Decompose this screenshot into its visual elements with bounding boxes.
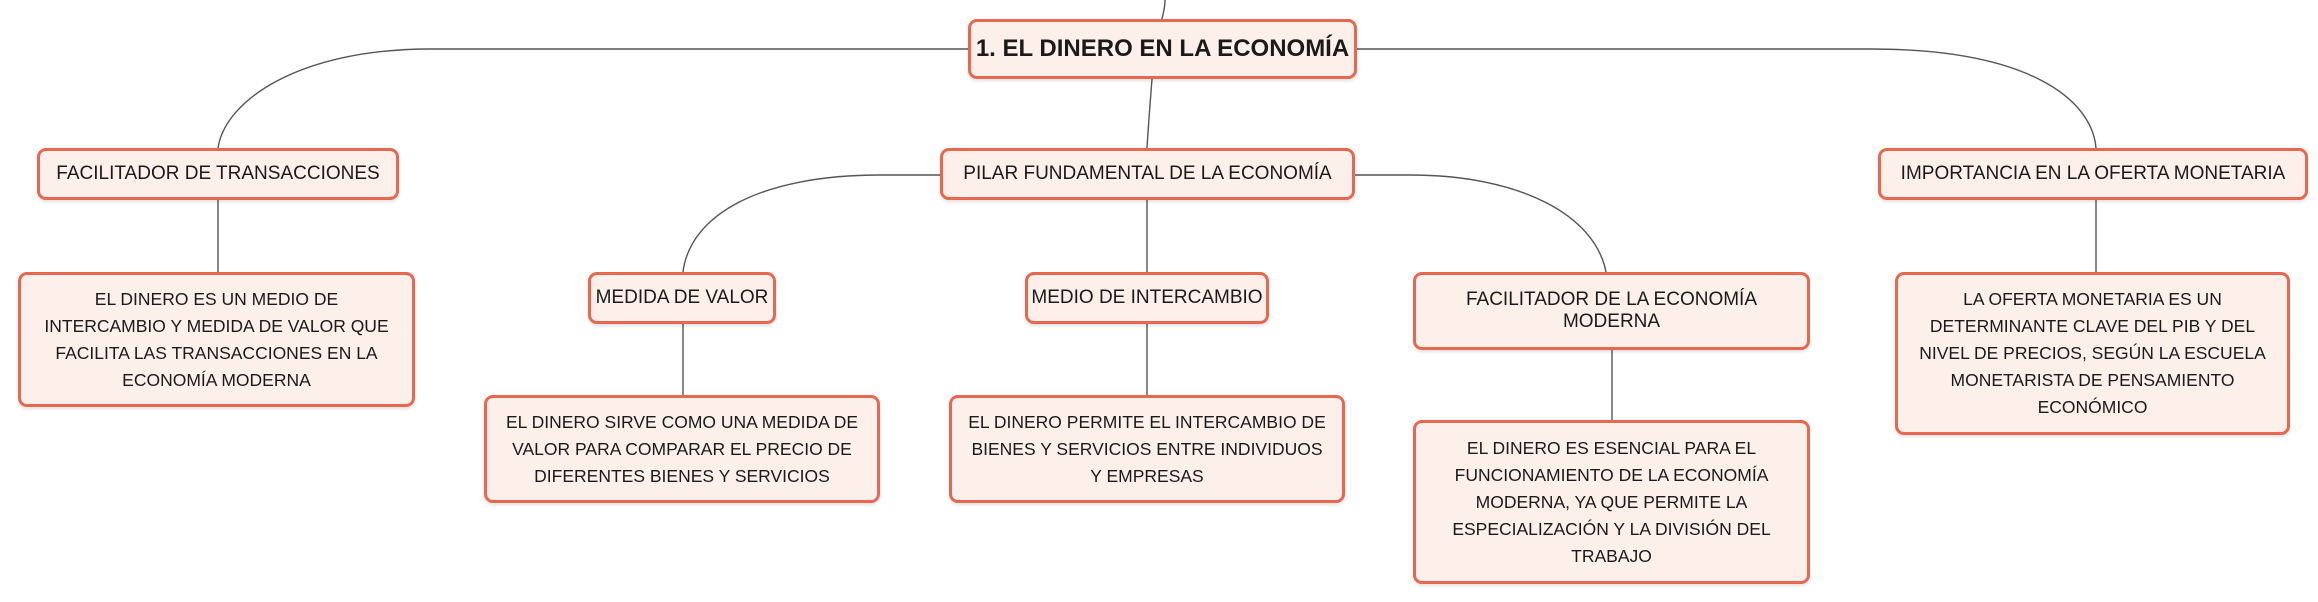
root-topic[interactable]: 1. EL DINERO EN LA ECONOMÍA <box>968 19 1357 79</box>
topic-label: IMPORTANCIA EN LA OFERTA MONETARIA <box>1900 163 2286 184</box>
topic-importancia-oferta-monetaria[interactable]: IMPORTANCIA EN LA OFERTA MONETARIA <box>1878 148 2308 200</box>
topic-label: FACILITADOR DE TRANSACCIONES <box>56 163 380 184</box>
topic-label: PILAR FUNDAMENTAL DE LA ECONOMÍA <box>963 163 1332 184</box>
detail-medida-de-valor[interactable]: EL DINERO SIRVE COMO UNA MEDIDA DE VALOR… <box>484 395 880 503</box>
detail-text: EL DINERO PERMITE EL INTERCAMBIO DE BIEN… <box>968 411 1326 486</box>
connector-root-to-parent <box>1161 0 1166 20</box>
connector-pilar-to-moderna <box>1355 174 1607 273</box>
subtopic-label: MEDIDA DE VALOR <box>595 287 769 308</box>
detail-text: EL DINERO SIRVE COMO UNA MEDIDA DE VALOR… <box>505 411 859 486</box>
connector-root-to-oferta <box>1357 48 2097 149</box>
detail-text: LA OFERTA MONETARIA ES UN DETERMINANTE C… <box>1919 289 2266 417</box>
connector-root-to-pilar <box>1146 78 1153 149</box>
topic-facilitador-de-transacciones[interactable]: FACILITADOR DE TRANSACCIONES <box>37 148 399 200</box>
subtopic-medio-de-intercambio[interactable]: MEDIO DE INTERCAMBIO <box>1025 272 1269 324</box>
subtopic-label: MEDIO DE INTERCAMBIO <box>1031 287 1263 308</box>
detail-transacciones[interactable]: EL DINERO ES UN MEDIO DE INTERCAMBIO Y M… <box>18 272 415 407</box>
subtopic-medida-de-valor[interactable]: MEDIDA DE VALOR <box>588 272 776 324</box>
detail-medio-de-intercambio[interactable]: EL DINERO PERMITE EL INTERCAMBIO DE BIEN… <box>949 395 1345 503</box>
detail-oferta-monetaria[interactable]: LA OFERTA MONETARIA ES UN DETERMINANTE C… <box>1895 272 2290 435</box>
subtopic-facilitador-economia-moderna[interactable]: FACILITADOR DE LA ECONOMÍA MODERNA <box>1413 272 1810 350</box>
connector-pilar-to-medida <box>682 174 940 273</box>
detail-text: EL DINERO ES ESENCIAL PARA EL FUNCIONAMI… <box>1452 437 1771 566</box>
connector-root-to-transacciones <box>217 48 968 149</box>
detail-text: EL DINERO ES UN MEDIO DE INTERCAMBIO Y M… <box>44 288 389 390</box>
subtopic-label: FACILITADOR DE LA ECONOMÍA MODERNA <box>1465 289 1758 332</box>
detail-economia-moderna[interactable]: EL DINERO ES ESENCIAL PARA EL FUNCIONAMI… <box>1413 420 1810 584</box>
topic-pilar-fundamental[interactable]: PILAR FUNDAMENTAL DE LA ECONOMÍA <box>940 148 1355 200</box>
root-topic-label: 1. EL DINERO EN LA ECONOMÍA <box>975 35 1350 62</box>
